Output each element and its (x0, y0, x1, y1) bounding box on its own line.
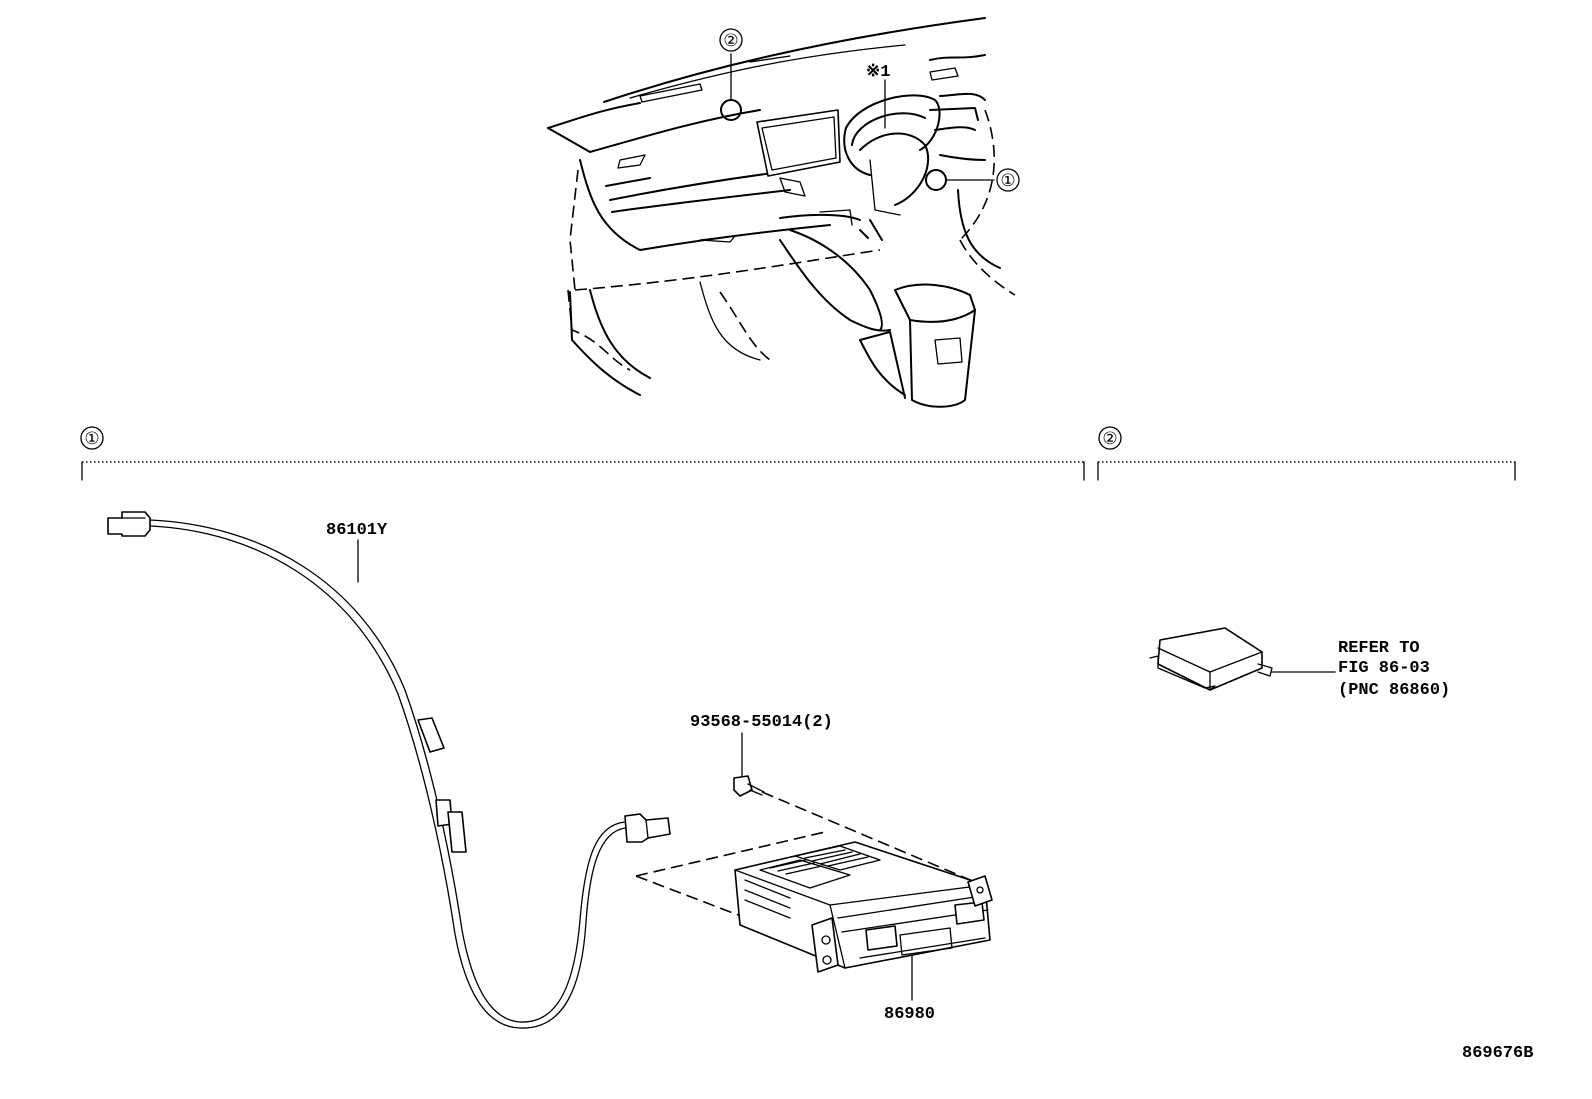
reference-module: REFER TO FIG 86-03 (PNC 86860) (1149, 627, 1450, 700)
callout-2-label: ② (723, 31, 738, 51)
dashboard-overview: ① ② ※1 (547, 17, 1020, 408)
cable-assembly: 86101Y (107, 511, 671, 1029)
figure-id: 869676B (1462, 1044, 1533, 1063)
control-unit: 86980 (635, 791, 993, 1024)
section-2-label: ② (1102, 429, 1117, 449)
part-unit-label: 86980 (884, 1005, 935, 1024)
refer-line-3: (PNC 86860) (1338, 681, 1450, 700)
note-marker-label: ※1 (866, 63, 890, 82)
screw: 93568-55014(2) (690, 713, 833, 797)
callout-1-label: ① (1000, 171, 1015, 191)
part-cable-label: 86101Y (326, 521, 388, 540)
refer-line-2: FIG 86-03 (1338, 659, 1430, 678)
refer-line-1: REFER TO (1338, 639, 1420, 658)
section-1-label: ① (84, 429, 99, 449)
part-screw-label: 93568-55014(2) (690, 713, 833, 732)
section-2-bracket: ② (1097, 426, 1516, 481)
section-1-bracket: ① (80, 426, 1085, 481)
